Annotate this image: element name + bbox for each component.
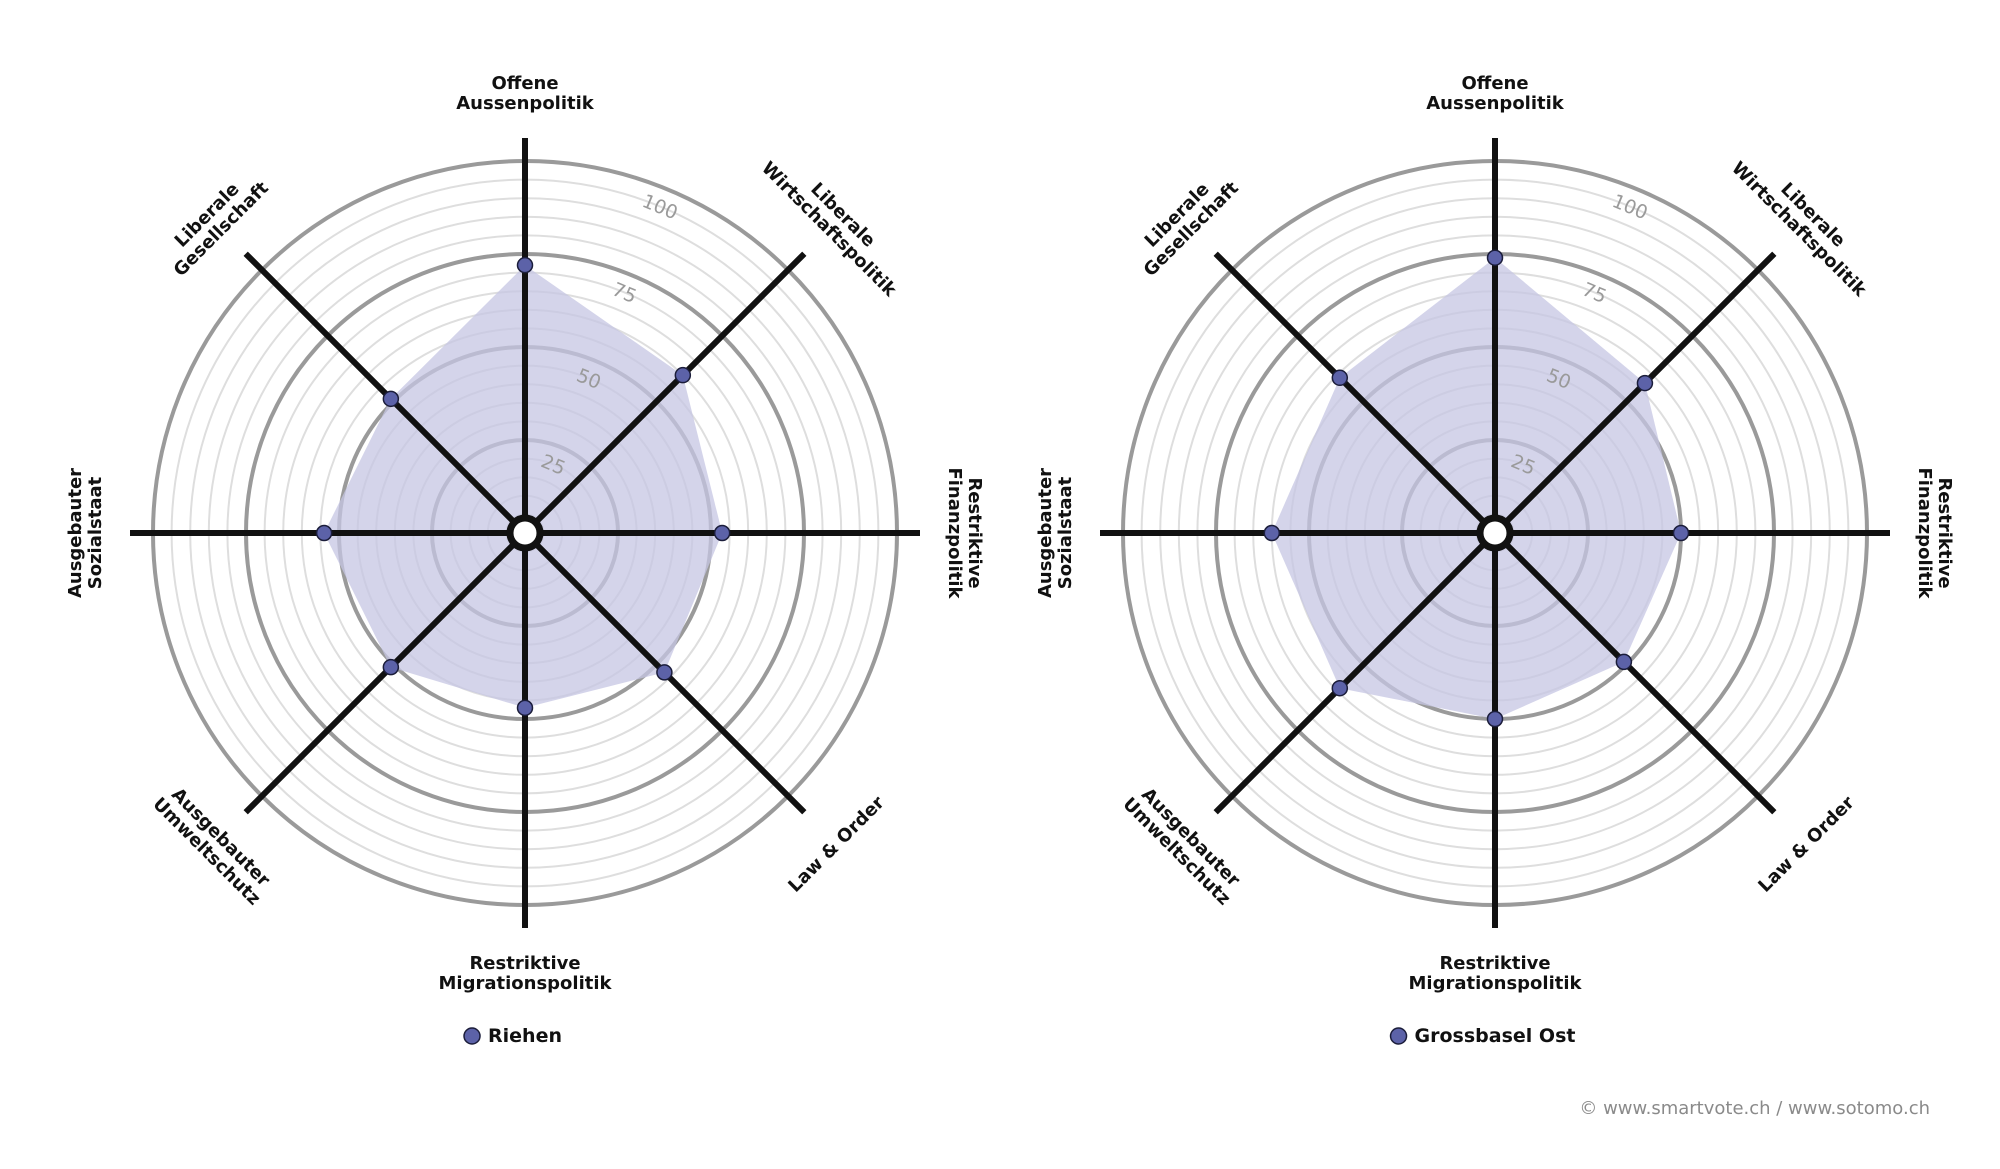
axis-label-line: Restriktive xyxy=(964,477,985,588)
axis-label: RestriktiveFinanzpolitik xyxy=(944,467,985,599)
center-hub xyxy=(506,514,544,552)
source-credit: © www.smartvote.ch / www.sotomo.ch xyxy=(1579,1098,1930,1119)
axis-line xyxy=(1213,251,1498,536)
axis-label-line: Migrationspolitik xyxy=(439,973,613,994)
axis-label-line: Restriktive xyxy=(1439,953,1550,974)
axis-line xyxy=(1492,530,1777,815)
legend: Grossbasel Ost xyxy=(1389,1025,1576,1047)
legend: Riehen xyxy=(463,1025,562,1047)
data-point xyxy=(713,524,731,542)
axis-label: AusgebauterSozialstaat xyxy=(1035,468,1076,598)
data-point xyxy=(1331,679,1349,697)
axis-label-line: Aussenpolitik xyxy=(456,93,595,114)
data-point xyxy=(674,366,692,384)
axis-label-line: Offene xyxy=(491,73,558,94)
tick-label-100: 100 xyxy=(639,190,681,224)
tick-label-75: 75 xyxy=(609,278,640,308)
data-point xyxy=(315,524,333,542)
data-point xyxy=(1486,249,1504,266)
legend-label: Riehen xyxy=(488,1025,562,1047)
legend-label: Grossbasel Ost xyxy=(1415,1025,1576,1047)
axis-label: RestriktiveFinanzpolitik xyxy=(1914,467,1955,599)
legend-marker xyxy=(463,1027,481,1045)
axis-label-line: Offene xyxy=(1461,73,1528,94)
center-hub xyxy=(1476,514,1514,552)
tick-label-100: 100 xyxy=(1609,190,1651,224)
axis-label-line: Sozialstaat xyxy=(1055,476,1076,589)
data-point xyxy=(516,699,534,717)
tick-label-75: 75 xyxy=(1579,278,1610,308)
data-point xyxy=(382,658,400,676)
data-point xyxy=(1331,369,1349,387)
data-point xyxy=(516,256,534,274)
data-point xyxy=(1486,710,1504,728)
axis-label-line: Aussenpolitik xyxy=(1426,93,1565,114)
axis-label-line: Finanzpolitik xyxy=(944,467,965,599)
axis-line xyxy=(1213,530,1498,815)
axis-label-line: Restriktive xyxy=(469,953,580,974)
axis-label-line: Restriktive xyxy=(1934,477,1955,588)
axis-label-line: Sozialstaat xyxy=(85,476,106,589)
axis-label-line: Ausgebauter xyxy=(1035,468,1056,598)
data-point xyxy=(1615,653,1633,671)
data-point xyxy=(1636,374,1654,392)
axis-label-line: Finanzpolitik xyxy=(1914,467,1935,599)
data-point xyxy=(382,390,400,408)
data-point xyxy=(1263,524,1281,542)
data-point xyxy=(1672,524,1690,542)
axis-label-line: Ausgebauter xyxy=(65,468,86,598)
axis-label: AusgebauterSozialstaat xyxy=(65,468,106,598)
legend-marker xyxy=(1389,1027,1408,1045)
axis-line xyxy=(522,251,807,536)
data-point xyxy=(656,664,673,681)
axis-label-line: Migrationspolitik xyxy=(1409,973,1583,994)
value-area xyxy=(1271,257,1681,719)
axis-line xyxy=(1492,251,1777,536)
